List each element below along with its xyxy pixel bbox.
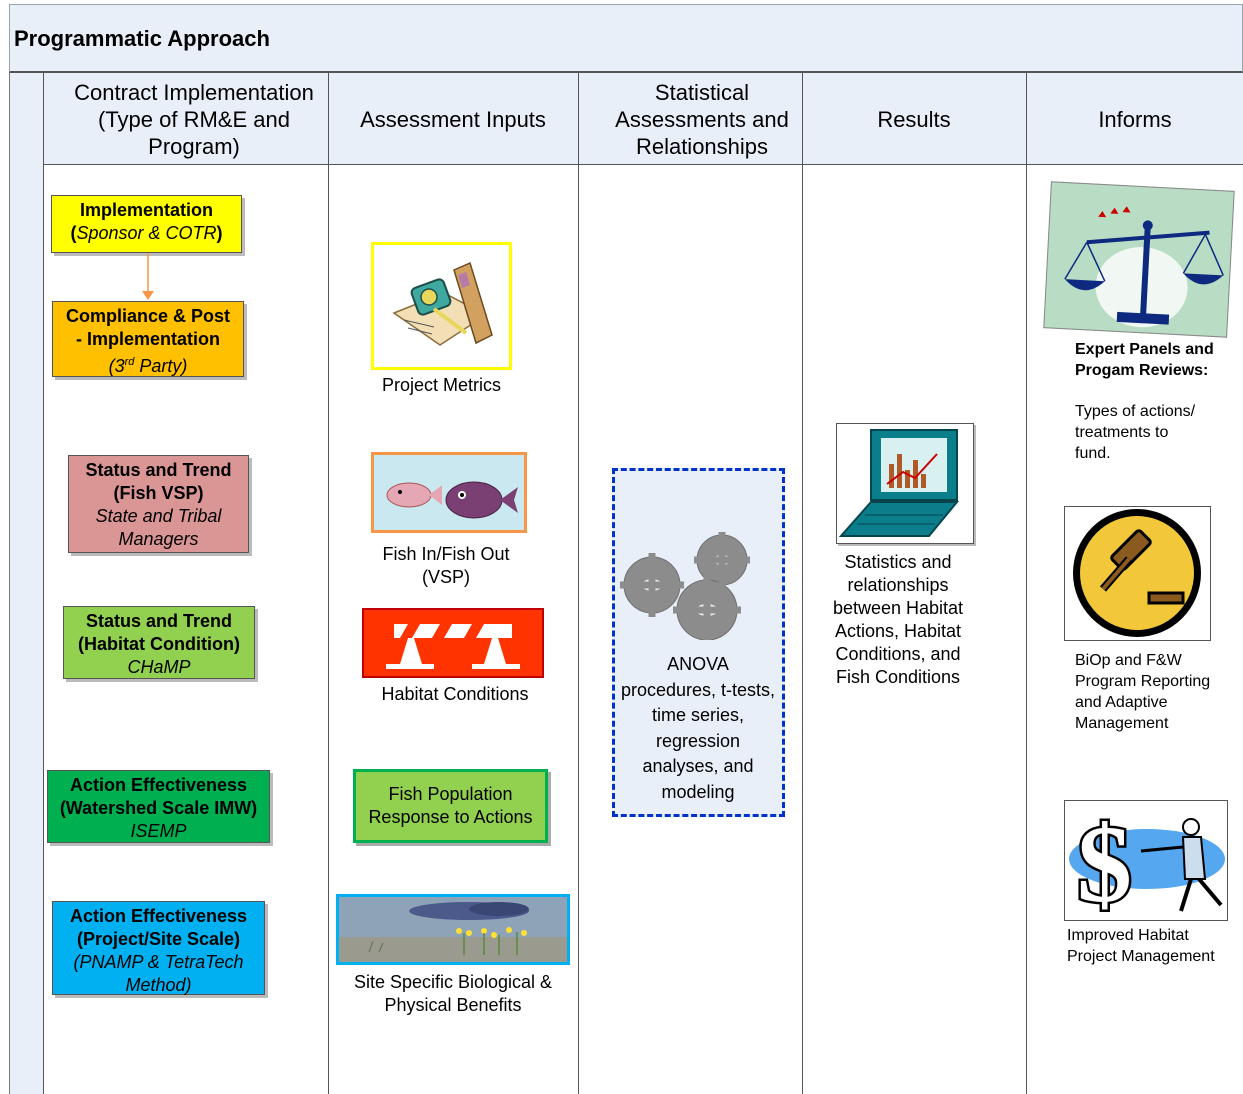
biop-text: BiOp and F&W Program Reporting and Adapt… — [1075, 652, 1211, 732]
expert-panels-heading: Expert Panels and Progam Reviews: — [1075, 341, 1214, 379]
column-header-informs: Informs — [1098, 106, 1172, 132]
action-effectiveness-project-box: Action Effectiveness (Project/Site Scale… — [52, 901, 265, 995]
implementation-title: Implementation — [79, 200, 213, 220]
statistical-assessment-box — [612, 468, 785, 817]
gavel-icon — [1064, 506, 1211, 641]
column-header-contract: Contract Implementation (Type of RM&E an… — [74, 79, 314, 159]
column-divider — [802, 73, 803, 1094]
fish-in-fish-out-label: Fish In/Fish Out (VSP) — [382, 544, 510, 587]
compliance-sub: (3rd Party) — [108, 356, 188, 376]
expert-panels-text: Types of actions/ treatments to fund. — [1075, 403, 1196, 462]
fish-population-box: Fish Population Response to Actions — [353, 769, 548, 843]
svg-text:$: $ — [1077, 803, 1132, 920]
action-effectiveness-watershed-box: Action Effectiveness (Watershed Scale IM… — [47, 770, 270, 843]
column-header-statistical: Statistical Assessments and Relationship… — [615, 79, 789, 159]
page-title: Programmatic Approach — [14, 26, 270, 51]
dollar-sign-icon: $ $ — [1064, 800, 1228, 928]
improved-habitat-text: Improved Habitat Project Management — [1067, 927, 1215, 965]
implementation-sub: (Sponsor & COTR) — [70, 223, 223, 243]
column-header-inputs: Assessment Inputs — [360, 106, 546, 132]
header-row — [44, 73, 1243, 165]
project-metrics-label: Project Metrics — [381, 375, 502, 395]
scales-of-justice-icon — [1043, 181, 1235, 338]
compliance-box: Compliance & Post - Implementation (3rd … — [52, 301, 244, 377]
tape-measure-map-icon — [371, 242, 512, 370]
fish-icon — [371, 452, 527, 533]
gears-icon — [620, 532, 750, 640]
title-bar: Programmatic Approach — [9, 4, 1243, 73]
implementation-box: Implementation (Sponsor & COTR) — [51, 195, 242, 253]
column-divider — [328, 73, 329, 1094]
habitat-conditions-label: Habitat Conditions — [381, 684, 529, 704]
laptop-chart-icon — [836, 423, 974, 544]
anova-text: ANOVA procedures, t-tests, time series, … — [620, 654, 776, 802]
site-specific-label: Site Specific Biological & Physical Bene… — [353, 972, 553, 1015]
column-header-results: Results — [877, 106, 951, 132]
column-divider — [1026, 73, 1027, 1094]
status-trend-habitat-box: Status and Trend (Habitat Condition) CHa… — [63, 606, 255, 679]
lane-strip — [9, 73, 44, 1094]
road-barrier-icon — [362, 608, 544, 678]
status-trend-fish-box: Status and Trend (Fish VSP) State and Tr… — [68, 455, 249, 553]
flow-arrow — [142, 253, 154, 300]
column-divider — [578, 73, 579, 1094]
weather-landscape-icon — [336, 894, 570, 965]
results-text: Statistics and relationships between Hab… — [832, 552, 964, 687]
svg-text:$: $ — [1077, 803, 1132, 920]
